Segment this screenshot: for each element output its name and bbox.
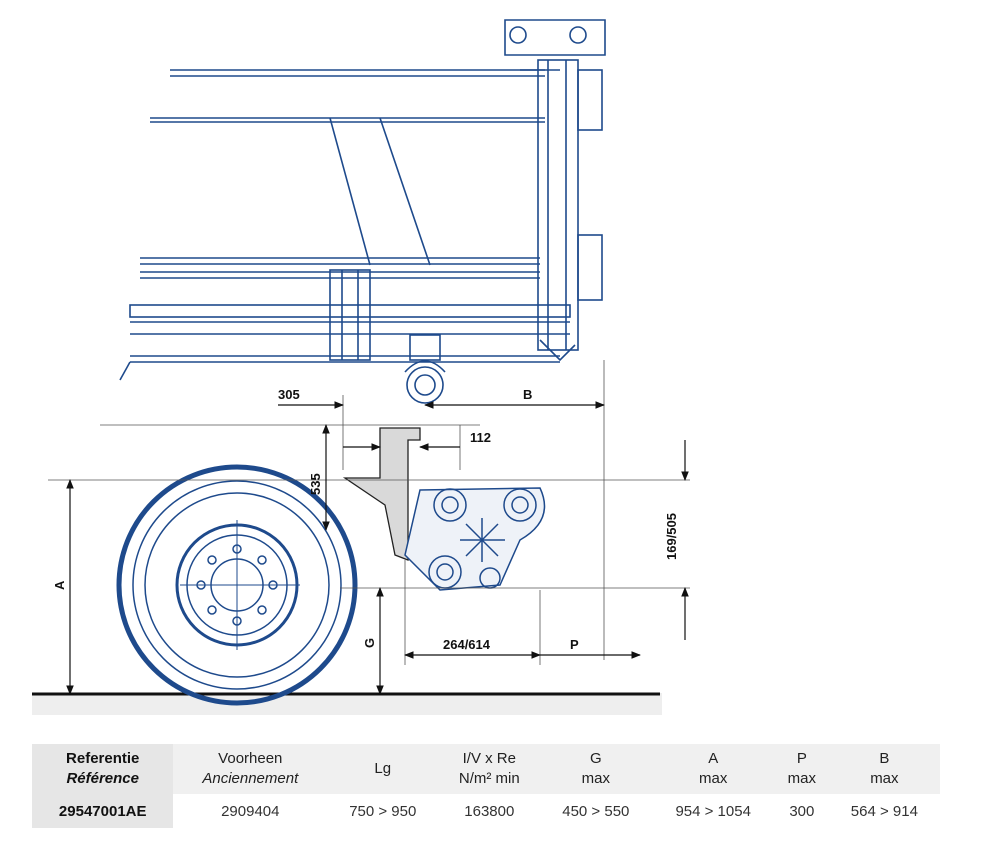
cell-lg: 750 > 950 [349, 802, 417, 820]
dim-a-label: A [52, 580, 67, 590]
table-header-row: Referentie Référence Voorheen Ancienneme… [32, 744, 940, 794]
ground-strip [32, 693, 662, 715]
cell-b: 564 > 914 [850, 802, 918, 820]
header-b: B max [828, 744, 940, 794]
axle-mount [342, 427, 421, 561]
spec-table: Referentie Référence Voorheen Ancienneme… [32, 744, 940, 828]
header-g: G max [540, 744, 652, 794]
dim-305-label: 305 [278, 387, 300, 402]
header-iv-re: I/V x Re N/m² min [438, 744, 541, 794]
dim-b-label: B [523, 387, 532, 402]
header-previous: Voorheen Anciennement [173, 744, 328, 794]
rear-post [504, 19, 606, 362]
header-lg: Lg [327, 744, 439, 794]
trailer-body [119, 69, 571, 381]
dim-169-505-label: 169/505 [664, 513, 679, 560]
technical-drawing: 305 B 112 535 169/505 A G 264/614 P [32, 19, 690, 715]
wheel [116, 464, 358, 706]
header-a: A max [651, 744, 775, 794]
cell-g: 450 > 550 [562, 802, 630, 820]
lift-mechanism [404, 487, 546, 591]
cell-reference: 29547001AE [32, 794, 174, 828]
dim-264-614-label: 264/614 [443, 637, 491, 652]
cell-previous: 2909404 [221, 802, 280, 820]
header-reference: Referentie Référence [32, 744, 174, 794]
dim-p-label: P [570, 637, 579, 652]
dim-535-label: 535 [308, 473, 323, 495]
header-p: P max [774, 744, 829, 794]
dim-112-label: 112 [470, 430, 491, 445]
cell-a: 954 > 1054 [675, 802, 751, 820]
cell-iv-re: 163800 [464, 802, 515, 820]
spring-bracket [329, 269, 446, 404]
table-row: 29547001AE 2909404 750 > 950 163800 450 … [32, 794, 940, 828]
dimension-lines [66, 401, 689, 695]
dim-g-label: G [362, 638, 377, 648]
cell-p: 300 [789, 802, 815, 820]
